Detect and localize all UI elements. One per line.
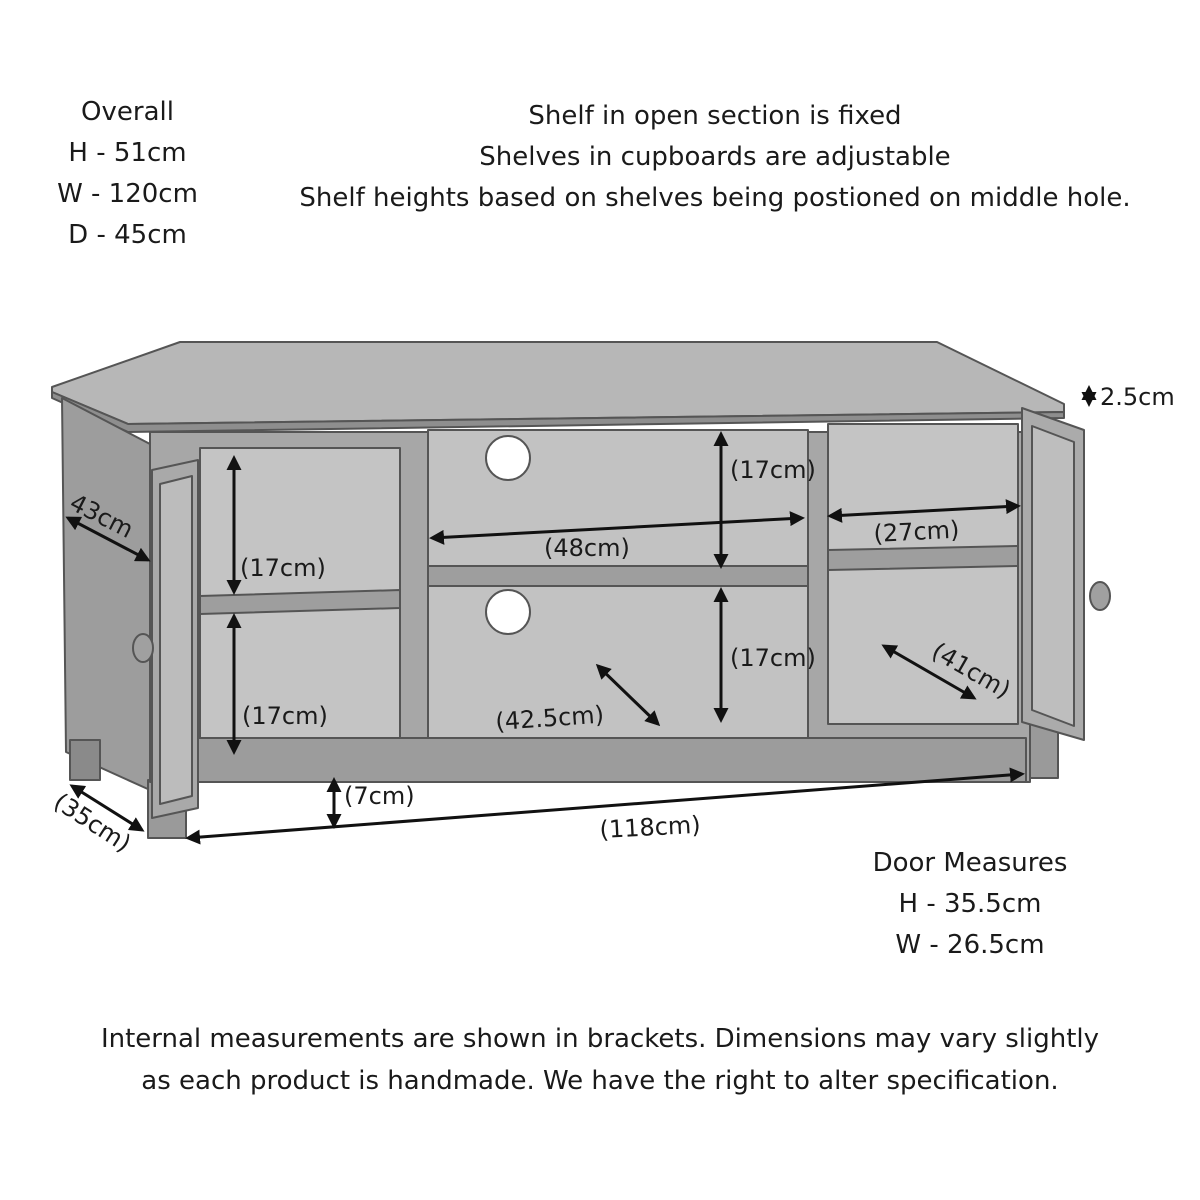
- base-depth-arrow: [69, 784, 145, 832]
- top-thickness-label: 2.5cm: [1100, 383, 1175, 411]
- center-width-arrow: [429, 511, 805, 545]
- dimension-arrows: [65, 385, 1097, 845]
- disclaimer-line-1: Internal measurements are shown in brack…: [100, 1024, 1100, 1054]
- overall-dimensions: Overall H - 51cm W - 120cm D - 45cm: [40, 92, 215, 256]
- overall-height: H - 51cm: [68, 138, 187, 168]
- right-depth-arrow: [881, 644, 977, 700]
- left-shelf: [199, 589, 401, 615]
- center-width-label: (48cm): [544, 534, 630, 562]
- door-width: W - 26.5cm: [895, 930, 1045, 960]
- back-left-leg: [69, 739, 101, 781]
- left-lower-label: (17cm): [242, 702, 328, 730]
- base-width-label: (118cm): [599, 811, 701, 844]
- disclaimer: Internal measurements are shown in brack…: [30, 1018, 1170, 1102]
- shelf-notes: Shelf in open section is fixed Shelves i…: [270, 96, 1160, 219]
- center-shelf: [427, 565, 809, 587]
- cabinet-top: [51, 341, 1065, 425]
- disclaimer-line-2: as each product is handmade. We have the…: [141, 1066, 1059, 1096]
- door-heading: Door Measures: [872, 848, 1068, 878]
- cabinet-illustration: [51, 341, 1111, 839]
- right-shelf: [827, 545, 1019, 571]
- center-lower-height-label: (17cm): [730, 644, 816, 672]
- overall-depth: D - 45cm: [68, 220, 187, 250]
- left-door-knob: [132, 633, 154, 663]
- upper-cable-hole: [485, 435, 531, 481]
- overall-heading: Overall: [81, 97, 174, 127]
- door-measures: Door Measures H - 35.5cm W - 26.5cm: [850, 843, 1090, 966]
- center-depth-arrow: [595, 663, 661, 727]
- base-width-arrow: [185, 767, 1025, 845]
- overall-width: W - 120cm: [57, 179, 198, 209]
- note-fixed-shelf: Shelf in open section is fixed: [528, 101, 902, 131]
- center-upper-height-label: (17cm): [730, 456, 816, 484]
- note-adjustable-shelves: Shelves in cupboards are adjustable: [479, 142, 951, 172]
- cabinet-side-panel: [61, 397, 151, 791]
- lower-cable-hole: [485, 589, 531, 635]
- door-height: H - 35.5cm: [898, 889, 1042, 919]
- right-width-arrow: [827, 499, 1021, 523]
- note-shelf-heights: Shelf heights based on shelves being pos…: [299, 183, 1131, 213]
- leg-height-label: (7cm): [344, 782, 415, 810]
- left-upper-label: (17cm): [240, 554, 326, 582]
- top-depth-arrow: [65, 516, 151, 562]
- right-width-label: (27cm): [873, 516, 960, 548]
- right-door-knob: [1089, 581, 1111, 611]
